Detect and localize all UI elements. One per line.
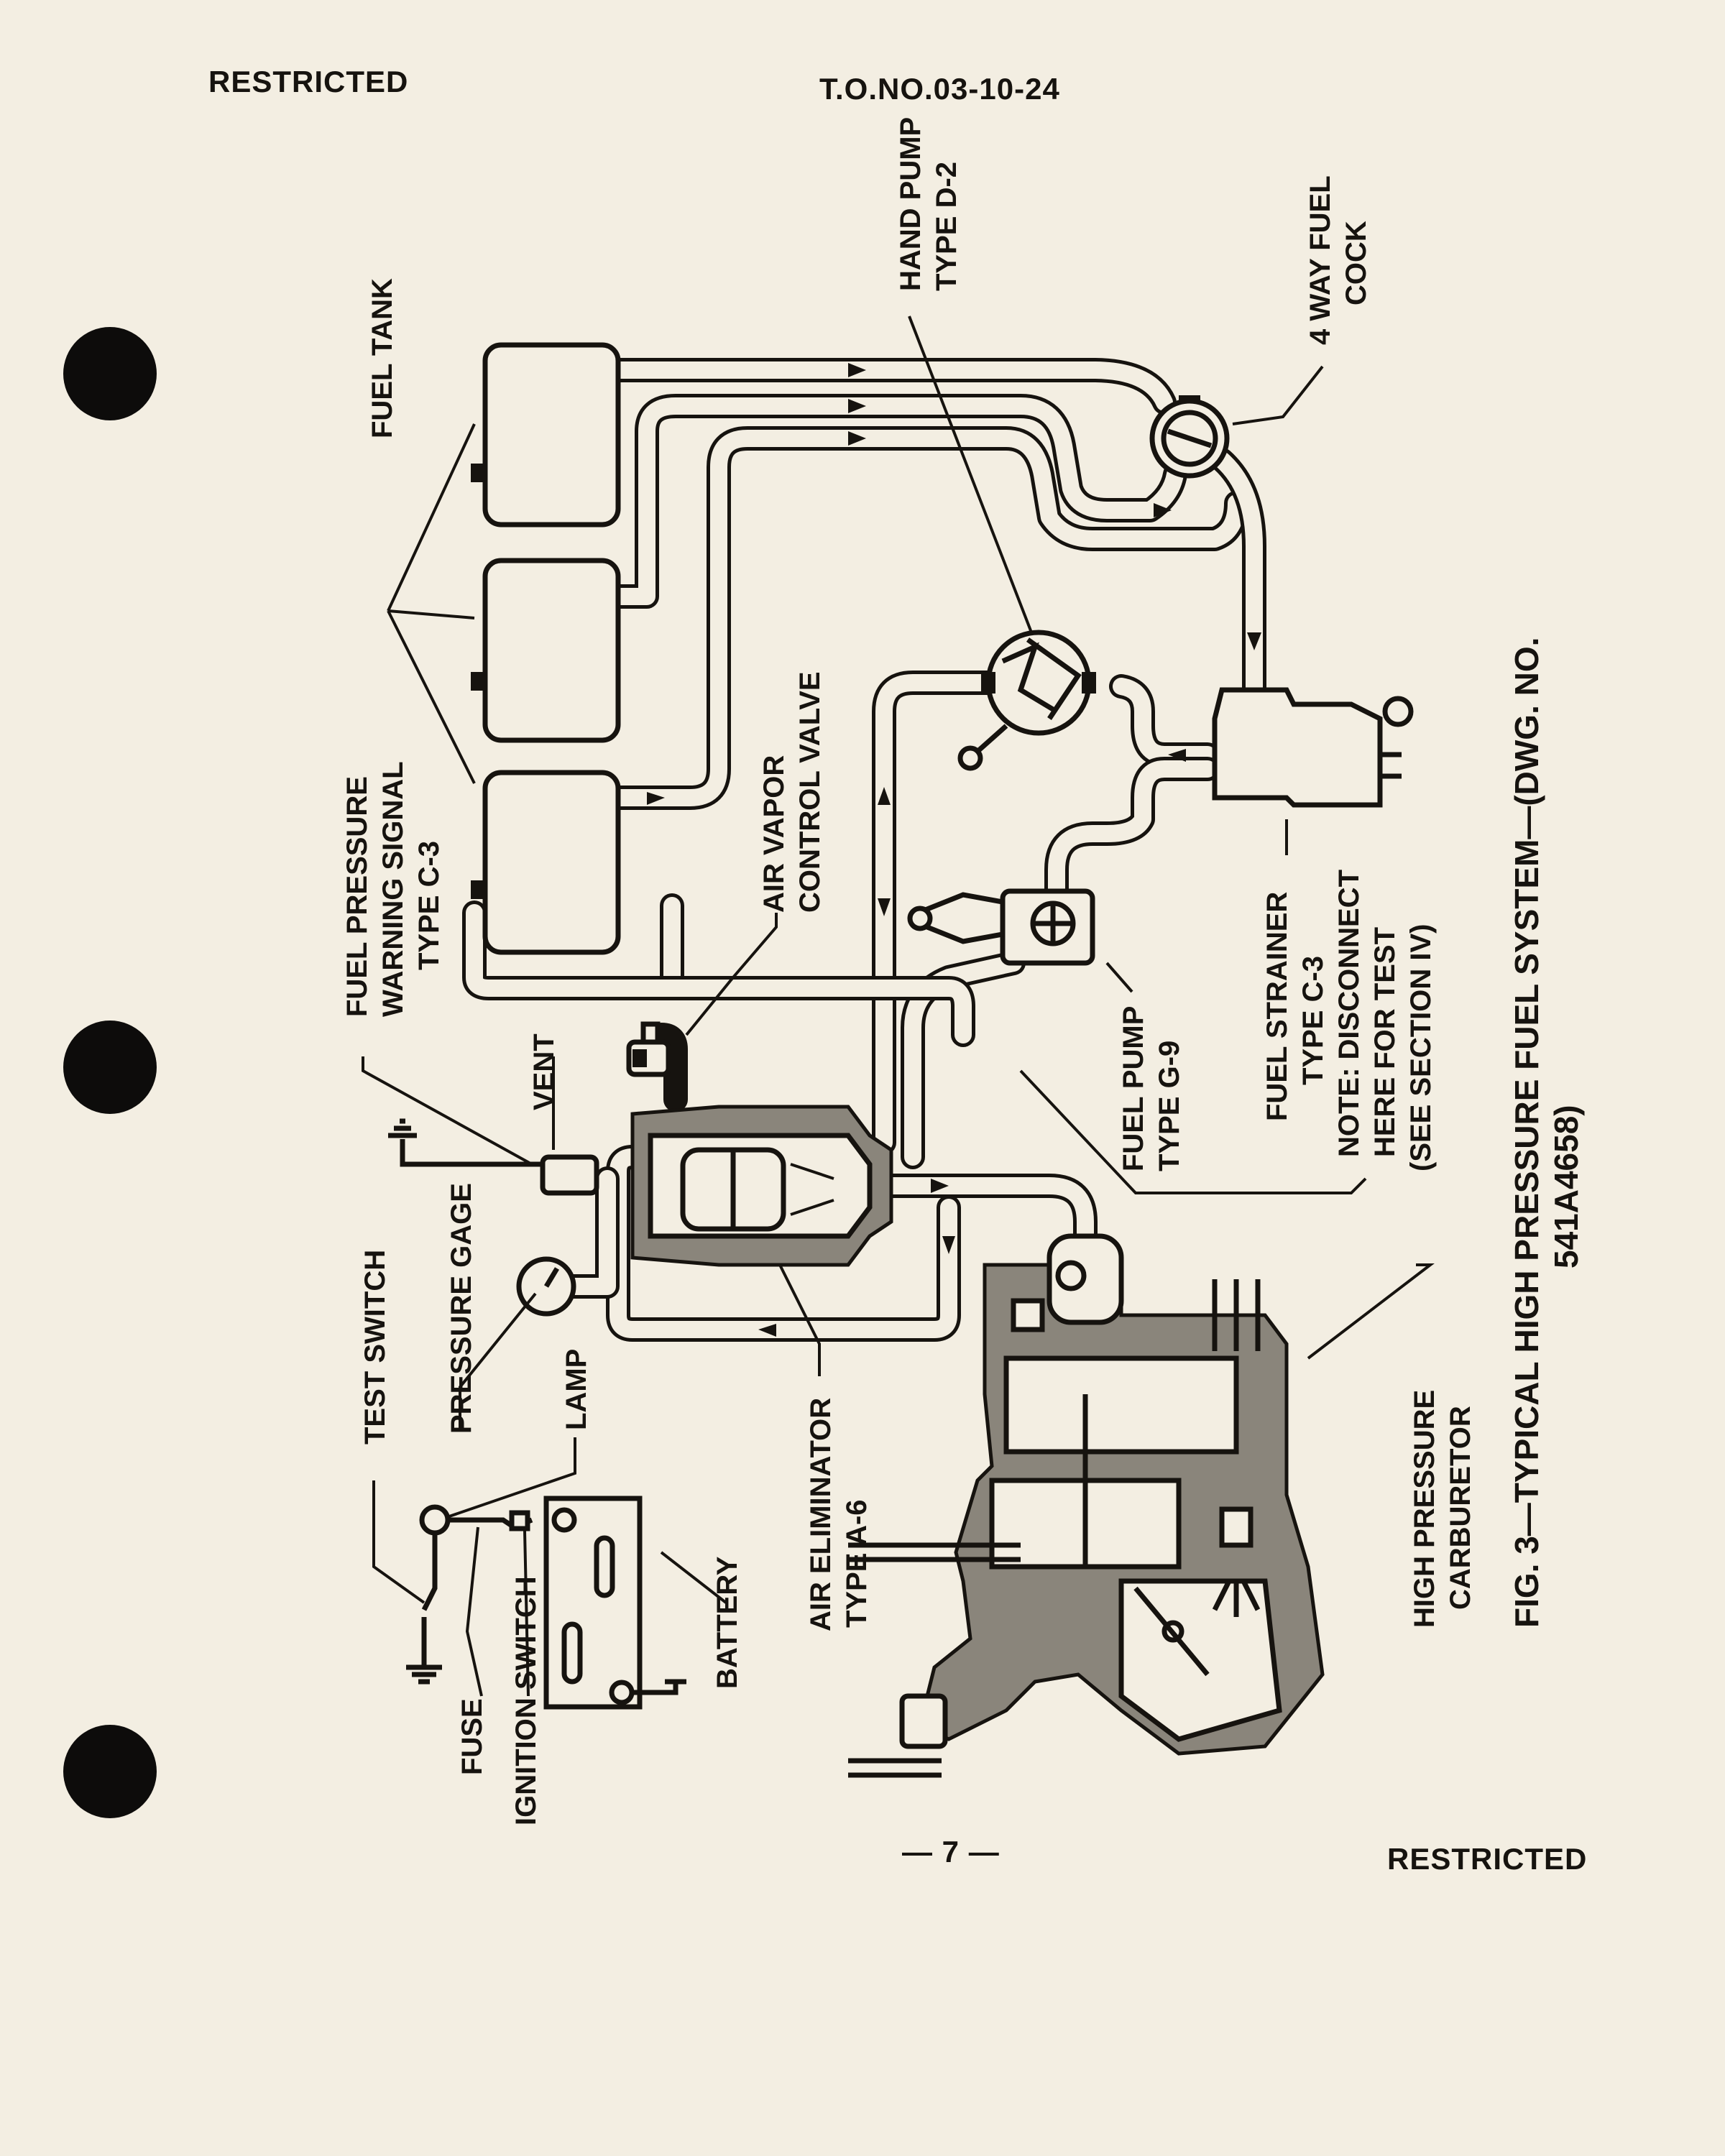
fuel-tanks (471, 342, 621, 955)
label-battery: BATTERY (712, 1556, 743, 1689)
fuse-symbol (509, 1510, 530, 1531)
label-fuel-pump-type: TYPE G-9 (1154, 1041, 1185, 1171)
footer-restricted: RESTRICTED (1387, 1842, 1588, 1876)
label-air-eliminator-type: TYPE A-6 (841, 1499, 873, 1628)
label-fuel-cock-2: COCK (1340, 221, 1372, 305)
label-high-pressure: HIGH PRESSURE (1409, 1390, 1440, 1628)
fuel-tank-middle (482, 558, 621, 743)
label-test-switch: TEST SWITCH (359, 1250, 391, 1445)
label-fuel-pump: FUEL PUMP (1118, 1006, 1149, 1171)
fuel-tank-lower (482, 770, 621, 955)
label-fuel-cock: 4 WAY FUEL (1305, 175, 1336, 345)
label-strainer-note: NOTE: DISCONNECT (1333, 870, 1365, 1157)
fuel-pump (907, 888, 1095, 966)
figure-caption-line-2: 541A4658) (1547, 1105, 1585, 1268)
label-strainer-note-3: (SEE SECTION IV) (1405, 924, 1437, 1172)
four-way-fuel-cock (1149, 395, 1230, 479)
flow-arrows (647, 363, 1261, 1337)
electrical-circuit (406, 1496, 686, 1710)
page-number: — 7 — (902, 1835, 1000, 1869)
label-air-eliminator: AIR ELIMINATOR (805, 1398, 837, 1631)
label-warning-signal: WARNING SIGNAL (377, 761, 409, 1017)
figure-caption: FIG. 3—TYPICAL HIGH PRESSURE FUEL SYSTEM… (1508, 637, 1545, 1628)
leader-lines (362, 315, 1435, 1697)
label-hand-pump-type: TYPE D-2 (931, 162, 962, 291)
label-fuel-pressure: FUEL PRESSURE (341, 776, 373, 1017)
label-pressure-gage: PRESSURE GAGE (446, 1183, 477, 1434)
fuel-strainer (1212, 687, 1414, 808)
label-vent: VENT (528, 1033, 560, 1110)
label-fuel-strainer: FUEL STRAINER (1261, 892, 1293, 1121)
header-restricted: RESTRICTED (208, 65, 409, 98)
label-strainer-note-2: HERE FOR TEST (1369, 927, 1401, 1157)
hand-pump (957, 630, 1096, 771)
label-fuse: FUSE (456, 1698, 488, 1775)
label-ignition-switch: IGNITION SWITCH (510, 1576, 542, 1825)
label-strainer-type: TYPE C-3 (1297, 956, 1329, 1085)
warning-signal-and-gage (388, 1118, 599, 1317)
air-vapor-control-valve (626, 1021, 671, 1077)
label-carburetor: CARBURETOR (1445, 1406, 1476, 1610)
label-air-vapor: AIR VAPOR (758, 755, 790, 913)
lamp-symbol (419, 1504, 451, 1536)
pressure-warning-signal (540, 1154, 599, 1196)
binder-hole-top (63, 327, 157, 420)
fuel-tank-upper (482, 342, 621, 528)
label-hand-pump: HAND PUMP (895, 117, 926, 291)
component-labels: FUEL TANK HAND PUMP TYPE D-2 4 WAY FUEL … (341, 117, 1585, 1825)
label-control-valve: CONTROL VALVE (794, 671, 826, 913)
binder-hole-bottom (63, 1725, 157, 1818)
high-pressure-carburetor (848, 1233, 1325, 1778)
label-lamp: LAMP (561, 1349, 592, 1430)
label-fuel-tank: FUEL TANK (367, 278, 398, 438)
label-warning-type: TYPE C-3 (413, 841, 445, 970)
header-tech-order-number: T.O.NO.03-10-24 (819, 72, 1060, 106)
air-eliminator (630, 1105, 893, 1267)
fuel-lines (462, 358, 1266, 1342)
binder-hole-middle (63, 1021, 157, 1114)
